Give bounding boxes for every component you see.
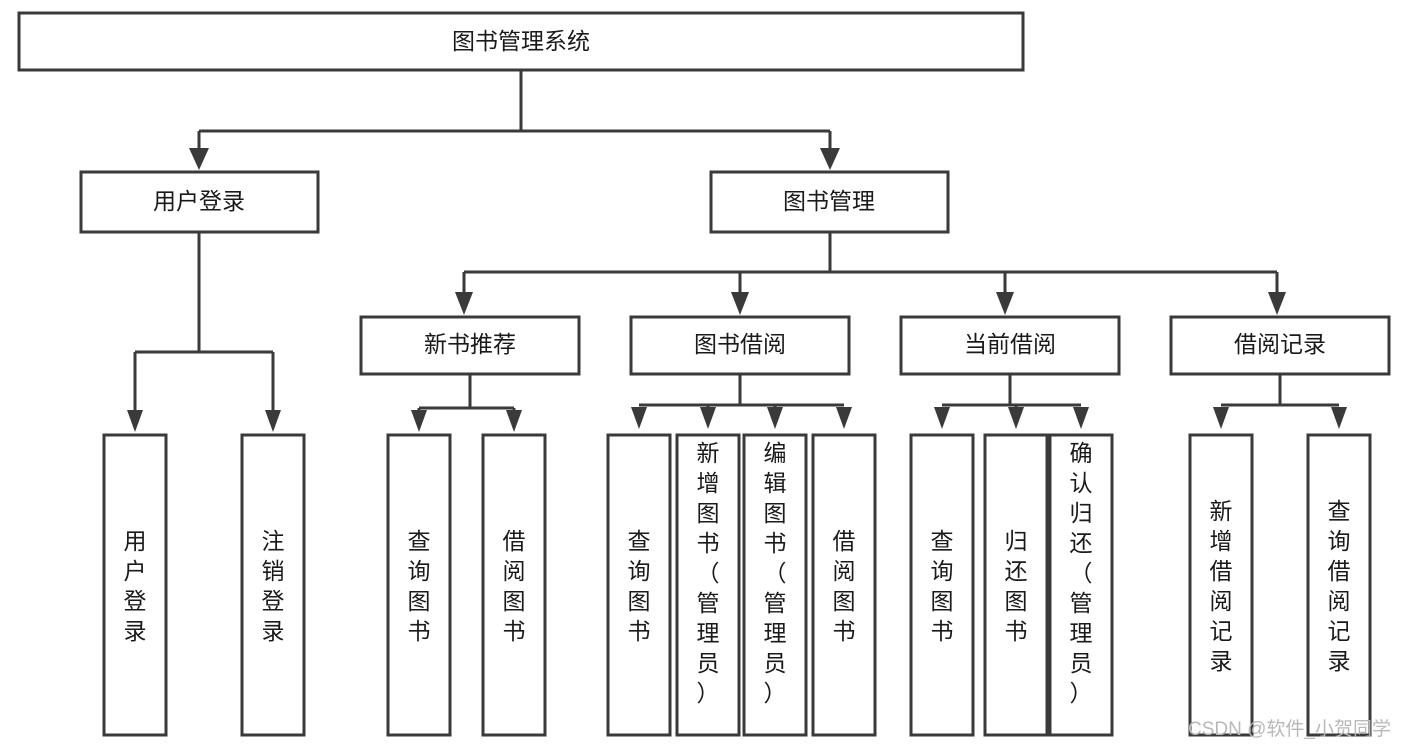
node-leaf-return-book-label: 归还图书	[1005, 528, 1028, 644]
node-leaf-borrow-book-rec-label: 借阅图书	[503, 528, 526, 644]
node-leaf-add-book-admin-label: 新增图书（管理员）	[697, 440, 720, 706]
arrowhead-leaf-confirm-return-admin	[1073, 407, 1089, 429]
connectors-new-book-rec-to-leaves	[411, 374, 522, 432]
node-borrow-record-label: 借阅记录	[1234, 331, 1326, 357]
arrowhead-leaf-user-login	[127, 410, 143, 432]
node-current-borrow[interactable]: 当前借阅	[899, 315, 1121, 376]
node-leaf-confirm-return-admin-box[interactable]	[1048, 433, 1114, 737]
node-leaf-borrow-book-rec[interactable]: 借阅图书	[481, 433, 547, 737]
node-current-borrow-label: 当前借阅	[964, 331, 1056, 357]
node-leaf-borrow-book[interactable]: 借阅图书	[811, 433, 877, 737]
node-leaf-user-login-box[interactable]	[102, 433, 168, 737]
node-book-borrow[interactable]: 图书借阅	[629, 315, 851, 376]
node-leaf-add-book-admin[interactable]: 新增图书（管理员）	[675, 433, 741, 737]
arrowhead-leaf-return-book	[1008, 407, 1024, 429]
node-leaf-add-book-admin-box[interactable]	[675, 433, 741, 737]
connectors-user-login-to-leaves	[127, 232, 281, 432]
connectors-root-to-level2	[189, 70, 840, 170]
node-user-login-label: 用户登录	[153, 188, 245, 214]
node-leaf-borrow-book-rec-box[interactable]	[481, 433, 547, 737]
connectors-current-borrow-to-leaves	[934, 374, 1089, 429]
node-root[interactable]: 图书管理系统	[17, 11, 1025, 72]
arrowhead-leaf-query-book-current	[934, 407, 950, 429]
node-leaf-logout-label: 注销登录	[262, 528, 285, 644]
node-leaf-query-book-rec-label: 查询图书	[408, 528, 431, 644]
node-new-book-rec-label: 新书推荐	[424, 331, 516, 357]
node-leaf-query-borrow-record[interactable]: 查询借阅记录	[1306, 433, 1372, 737]
node-leaf-add-borrow-record-label: 新增借阅记录	[1210, 498, 1233, 674]
node-leaf-add-borrow-record[interactable]: 新增借阅记录	[1188, 433, 1254, 737]
node-root-box[interactable]	[17, 11, 1025, 72]
arrowhead-leaf-edit-book-admin	[767, 407, 783, 429]
node-leaf-edit-book-admin[interactable]: 编辑图书（管理员）	[742, 433, 808, 737]
node-leaf-query-book-rec[interactable]: 查询图书	[386, 433, 452, 737]
node-new-book-rec-box[interactable]	[359, 315, 581, 376]
node-book-manage-label: 图书管理	[783, 188, 875, 214]
leaf-nodes-layer: 用户登录 注销登录 查询图书 借阅图书 查询图书 新增图书（管理员） 编辑图书（管理员） 借阅…	[102, 433, 1372, 737]
connectors-borrow-record-to-leaves	[1213, 374, 1347, 429]
node-leaf-return-book-box[interactable]	[983, 433, 1049, 737]
node-leaf-query-book-current[interactable]: 查询图书	[909, 433, 975, 737]
node-leaf-edit-book-admin-box[interactable]	[742, 433, 808, 737]
node-leaf-add-borrow-record-box[interactable]	[1188, 433, 1254, 737]
node-leaf-edit-book-admin-label: 编辑图书（管理员）	[764, 440, 787, 706]
node-leaf-return-book[interactable]: 归还图书	[983, 433, 1049, 737]
arrowhead-leaf-logout	[265, 410, 281, 432]
node-leaf-query-book-borrow[interactable]: 查询图书	[606, 433, 672, 737]
connectors-book-borrow-to-leaves	[631, 374, 852, 429]
arrowhead-leaf-borrow-book-rec	[506, 410, 522, 432]
node-new-book-rec[interactable]: 新书推荐	[359, 315, 581, 376]
arrowhead-current-borrow	[996, 292, 1014, 315]
arrowhead-leaf-query-book-rec	[411, 410, 427, 432]
node-borrow-record-box[interactable]	[1169, 315, 1391, 376]
node-leaf-user-login[interactable]: 用户登录	[102, 433, 168, 737]
node-root-label: 图书管理系统	[452, 28, 590, 54]
arrowhead-book-manage	[820, 148, 840, 170]
node-leaf-confirm-return-admin-label: 确认归还（管理员）	[1070, 440, 1093, 706]
node-leaf-confirm-return-admin[interactable]: 确认归还（管理员）	[1048, 433, 1114, 737]
node-leaf-query-book-current-label: 查询图书	[931, 528, 954, 644]
node-book-borrow-label: 图书借阅	[694, 331, 786, 357]
node-user-login[interactable]: 用户登录	[79, 170, 320, 234]
arrowhead-leaf-query-borrow-record	[1331, 407, 1347, 429]
node-leaf-query-book-borrow-box[interactable]	[606, 433, 672, 737]
node-leaf-logout-box[interactable]	[240, 433, 306, 737]
node-borrow-record[interactable]: 借阅记录	[1169, 315, 1391, 376]
node-leaf-query-borrow-record-box[interactable]	[1306, 433, 1372, 737]
node-leaf-query-borrow-record-label: 查询借阅记录	[1328, 498, 1351, 674]
arrowhead-new-book-rec	[455, 292, 473, 315]
node-leaf-borrow-book-label: 借阅图书	[833, 528, 856, 644]
arrowhead-leaf-add-borrow-record	[1213, 407, 1229, 429]
arrowhead-leaf-query-book-borrow	[631, 407, 647, 429]
node-leaf-query-book-rec-box[interactable]	[386, 433, 452, 737]
node-leaf-query-book-current-box[interactable]	[909, 433, 975, 737]
connectors-book-manage-to-level3	[455, 232, 1286, 315]
node-current-borrow-box[interactable]	[899, 315, 1121, 376]
arrowhead-leaf-borrow-book	[836, 407, 852, 429]
node-leaf-query-book-borrow-label: 查询图书	[628, 528, 651, 644]
node-book-borrow-box[interactable]	[629, 315, 851, 376]
arrowhead-book-borrow	[731, 292, 749, 315]
node-leaf-user-login-label: 用户登录	[124, 528, 147, 644]
arrowhead-leaf-add-book-admin	[700, 407, 716, 429]
node-book-manage[interactable]: 图书管理	[709, 170, 950, 234]
node-book-manage-box[interactable]	[709, 170, 950, 234]
node-user-login-box[interactable]	[79, 170, 320, 234]
node-leaf-borrow-book-box[interactable]	[811, 433, 877, 737]
node-leaf-logout[interactable]: 注销登录	[240, 433, 306, 737]
arrowhead-borrow-record	[1268, 292, 1286, 315]
arrowhead-user-login	[189, 148, 209, 170]
